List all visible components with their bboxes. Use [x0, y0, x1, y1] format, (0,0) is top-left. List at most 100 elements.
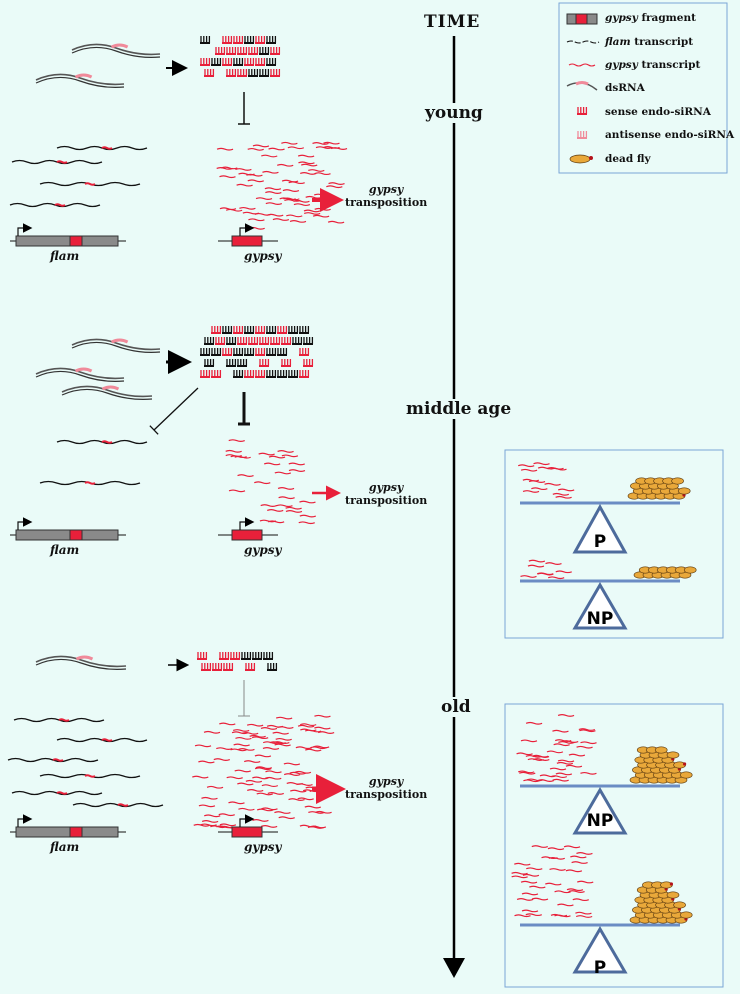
- sirna-icon: [215, 47, 226, 55]
- gypsy-transcript: [552, 492, 570, 496]
- legend-italic: gypsy: [605, 59, 638, 71]
- gypsy-transcript: [239, 206, 256, 210]
- gypsy-transcript: [268, 455, 286, 459]
- gypsy-transcript: [531, 897, 549, 901]
- gene-body: [15, 826, 119, 838]
- dsrna-strand: [35, 658, 127, 670]
- flam-transcript-gypsy-segment: [101, 738, 113, 742]
- sirna-icon: [270, 69, 281, 77]
- sirna-icon: [248, 337, 259, 345]
- gypsy-transcript: [265, 770, 282, 774]
- gypsy-transcript: [267, 792, 284, 795]
- sirna-icon: [226, 337, 237, 345]
- transposition-text: transposition: [345, 788, 428, 801]
- legend-text: transcript: [630, 36, 694, 48]
- dead-fly-head: [669, 882, 674, 886]
- sirna-icon: [211, 348, 222, 356]
- gypsy-transcript: [237, 474, 254, 477]
- gypsy-transcript: [294, 770, 312, 774]
- gypsy-transcript: [517, 770, 535, 774]
- gypsy-transcript: [578, 728, 596, 731]
- gypsy-transcript: [255, 766, 273, 770]
- flam-transcript-gypsy-segment: [101, 146, 113, 150]
- gypsy-transcript: [235, 736, 252, 740]
- gypsy-transcript: [277, 487, 295, 490]
- gene-gypsy-region: [69, 235, 83, 247]
- dsrna-strand: [71, 338, 161, 351]
- middle-gypsy-label: gypsy: [244, 543, 282, 557]
- sirna-icon: [255, 36, 266, 44]
- dsrna-gypsy-segment: [110, 338, 129, 344]
- gypsy-transcript: [219, 207, 237, 211]
- gypsy-transcript: [268, 147, 285, 151]
- gene-body: [15, 235, 119, 247]
- gypsy-transcript: [269, 741, 286, 745]
- gypsy-transcript: [221, 166, 238, 170]
- sirna-icon: [245, 663, 256, 671]
- sirna-icon: [200, 36, 211, 44]
- gypsy-transcript: [520, 880, 538, 884]
- gypsy-transcript: [283, 762, 301, 766]
- dead-fly-icon: [677, 487, 691, 495]
- dsrna-strand: [35, 73, 125, 86]
- middle-flam-label: flam: [50, 543, 80, 557]
- flam-transcript-gypsy-segment: [117, 803, 129, 807]
- gypsy-transcript: [288, 462, 305, 466]
- gypsy-transcript: [232, 729, 250, 732]
- gypsy-transcript: [286, 214, 303, 218]
- promoter-arrow: [17, 517, 33, 530]
- sirna-icon: [200, 348, 211, 356]
- gypsy-transcript: [554, 890, 571, 894]
- gypsy-transcript: [555, 570, 572, 574]
- gypsy-transcript: [233, 743, 250, 747]
- gypsy-transcript: [281, 454, 299, 458]
- sirna-icon: [266, 36, 277, 44]
- gypsy-transcript: [516, 752, 533, 756]
- gypsy-transcript: [576, 745, 593, 749]
- gypsy-transcript: [312, 142, 329, 145]
- gypsy-transcript: [556, 761, 574, 765]
- sirna-icon: [211, 58, 222, 66]
- gypsy-transcript: [256, 792, 273, 796]
- dsrna-strand: [71, 43, 161, 56]
- gypsy-transcript: [577, 880, 594, 884]
- legend-item-flam-transcript: flam transcript: [605, 36, 693, 48]
- gypsy-transcript: [252, 144, 270, 148]
- dsrna-icon-red: [575, 81, 589, 86]
- gypsy-transcript: [234, 455, 251, 459]
- sirna-icon: [244, 348, 255, 356]
- gypsy-transcript: [289, 219, 307, 223]
- gypsy-transcript: [203, 730, 221, 734]
- sirna-icon: [281, 359, 292, 367]
- sirna-icon: [255, 58, 266, 66]
- sirna-icon: [266, 370, 277, 378]
- gypsy-transcript: [219, 823, 237, 827]
- gypsy-transcript: [262, 170, 279, 174]
- gypsy-transcript: [287, 146, 305, 150]
- sirna-icon: [255, 348, 266, 356]
- gypsy-transcript: [246, 789, 264, 792]
- old-flam-label: flam: [50, 840, 80, 854]
- gypsy-transcript: [192, 775, 209, 779]
- gypsy-transcript: [525, 721, 543, 725]
- gypsy-transcript: [252, 819, 269, 822]
- gypsy-transcript: [526, 778, 544, 782]
- inhibition-line: [153, 387, 199, 431]
- gypsy-transcript: [278, 816, 295, 820]
- gypsy-transcript: [246, 723, 264, 727]
- promoter-arrow: [17, 814, 33, 827]
- flam-transcript-gypsy-segment: [84, 774, 96, 778]
- gypsy-transcript: [552, 729, 569, 733]
- flam-transcript-gypsy-segment: [101, 440, 113, 444]
- gypsy-transcript: [557, 759, 575, 763]
- sirna-icon: [197, 652, 208, 660]
- gypsy-transcript: [549, 868, 566, 871]
- gypsy-transcript: [314, 172, 331, 176]
- timeline-title: TIME: [424, 12, 481, 32]
- gypsy-transcript: [225, 449, 242, 453]
- gypsy-transcript: [525, 754, 543, 758]
- sirna-icon: [244, 36, 255, 44]
- fulcrum-label-middle-bottom: NP: [586, 609, 614, 629]
- dead-fly-icon: [673, 901, 686, 909]
